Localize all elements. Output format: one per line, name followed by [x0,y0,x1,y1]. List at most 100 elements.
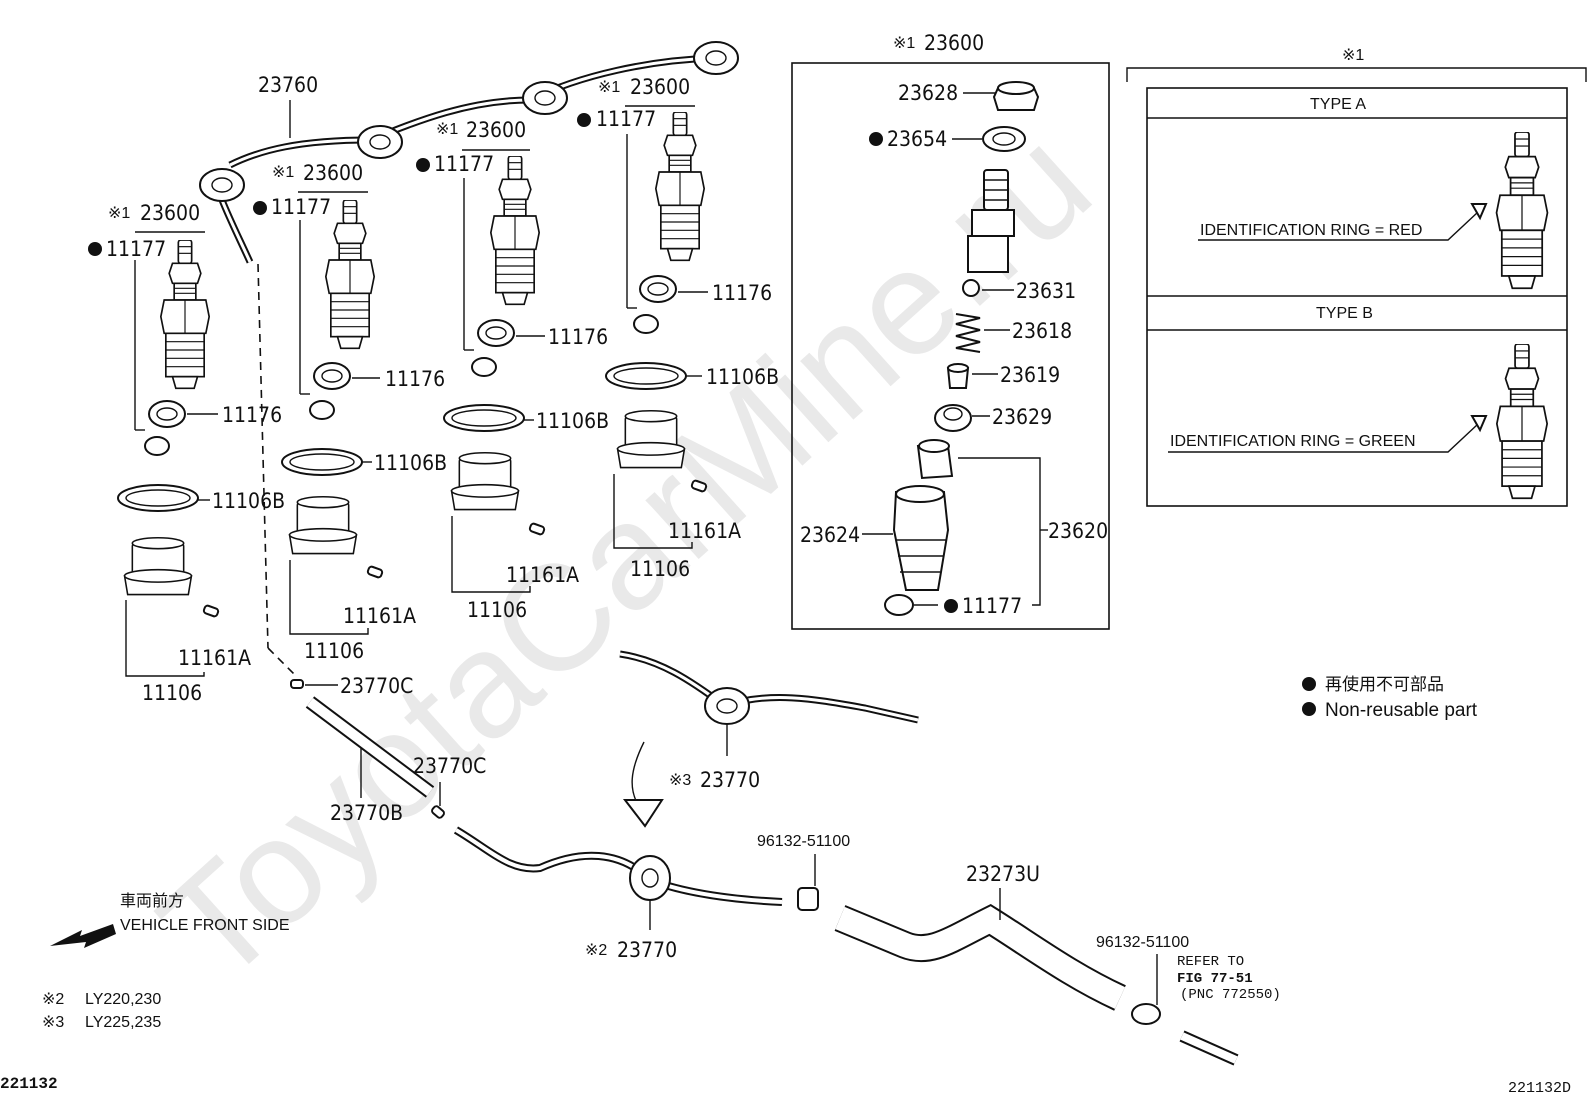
injector-3-washer-label: 11177 [434,152,494,176]
arrow-down-icon [622,799,664,828]
injector-3-holder-icon [450,452,520,511]
injector-4-icon [654,112,706,262]
non-reusable-dot [944,599,958,613]
part-23631-label: 23631 [1016,279,1076,303]
injector-4-washer-label: 11177 [596,107,656,131]
part-23620-label: 23620 [1048,519,1108,543]
injector-4-pin-label: 11161A [668,519,741,543]
injector-group-2: ※1 23600 11177 11176 11106B 11161A 11106 [253,161,447,663]
injector-1-icon [159,240,211,390]
direction-jp: 車両前方 [120,891,184,910]
injector-4-note: ※1 [598,79,620,96]
injector-4-part-label: 23600 [630,75,690,99]
hose-23273u-label: 23273U [966,862,1040,886]
part-23618-label: 23618 [1012,319,1072,343]
type-a-label: TYPE A [1310,96,1366,113]
injector-4-seat-label: 11176 [712,281,772,305]
injector-4-holder-icon [616,410,686,469]
part-23629-label: 23629 [992,405,1052,429]
injector-1-pin-label: 11161A [178,646,251,670]
clip-icon [290,679,304,689]
injector-2-part-label: 23600 [303,161,363,185]
clamp-2-label: 96132-51100 [1096,934,1189,951]
figure-code-left: 221132 [0,1075,58,1093]
exploded-view-box: ※1 23600 23628 23654 23631 23618 23619 [791,31,1110,630]
non-reusable-dot [577,113,591,127]
clip-23770c-label-1: 23770C [340,674,413,698]
non-reusable-dot [88,242,102,256]
ring-b-label: IDENTIFICATION RING = GREEN [1170,433,1416,450]
part-23619-label: 23619 [1000,363,1060,387]
clamp-1-label: 96132-51100 [757,833,850,850]
injector-3-note: ※1 [436,121,458,138]
injector-2-washer-label: 11177 [271,195,331,219]
injector-4-gasket-label: 11106B [706,365,779,389]
ring-a-label: IDENTIFICATION RING = RED [1200,222,1422,239]
part-11177-label: 11177 [962,594,1022,618]
injector-2-seat-label: 11176 [385,367,445,391]
union-2-part-label: 23770 [617,938,677,962]
injector-4-holder-label: 11106 [630,557,690,581]
injector-3-gasket-label: 11106B [536,409,609,433]
type-a-injector-icon [1495,132,1549,290]
footnote-2-text: LY220,230 [85,991,161,1008]
injector-1-part-label: 23600 [140,201,200,225]
injector-2-icon [324,200,376,350]
footnote-2-mark: ※2 [42,991,64,1008]
clamp-icon [1131,1003,1161,1025]
injector-1-seat-label: 11176 [222,403,282,427]
injector-1-washer-label: 11177 [106,237,166,261]
figure-code-right: 221132D [1508,1080,1571,1097]
hose-23770b-label: 23770B [330,801,403,825]
footnote-3-text: LY225,235 [85,1014,161,1031]
injector-3-holder-label: 11106 [467,598,527,622]
legend-en: Non-reusable part [1325,700,1478,721]
legend-jp: 再使用不可部品 [1325,674,1444,695]
leak-off-pipe: 23760 [199,41,739,677]
injector-2-holder-label: 11106 [304,639,364,663]
part-23624-label: 23624 [800,523,860,547]
injector-2-gasket-label: 11106B [374,451,447,475]
exploded-note: ※1 [893,35,915,52]
non-reusable-dot [1302,677,1316,691]
part-23654-label: 23654 [887,127,947,151]
injector-2-pin-label: 11161A [343,604,416,628]
injector-1-gasket-label: 11106B [212,489,285,513]
exploded-title: 23600 [924,31,984,55]
non-reusable-dot [1302,702,1316,716]
arrow-left-icon [50,924,116,948]
clip-23770c-label-2: 23770C [413,754,486,778]
part-23628-label: 23628 [898,81,958,105]
injector-group-3: ※1 23600 11177 11176 11106B 11161A 11106 [416,118,609,622]
legend: 再使用不可部品 Non-reusable part [1302,674,1478,721]
refer-line-2: FIG 77-51 [1177,971,1253,987]
type-b-injector-icon [1495,344,1549,500]
non-reusable-dot [253,201,267,215]
footnote-3-mark: ※3 [42,1014,64,1031]
non-reusable-dot [869,132,883,146]
injector-1-holder-label: 11106 [142,681,202,705]
pipe-23760-label: 23760 [258,73,318,97]
injector-1-holder-icon [123,537,193,596]
refer-line-1: REFER TO [1177,954,1244,970]
non-reusable-dot [416,158,430,172]
injector-2-holder-icon [288,496,358,555]
injector-1-note: ※1 [108,205,130,222]
injector-3-part-label: 23600 [466,118,526,142]
injector-3-pin-label: 11161A [506,563,579,587]
union-pipe-2: ※2 23770 [453,826,783,962]
union-2-note: ※2 [585,942,607,959]
union-3-note: ※3 [669,772,691,789]
type-box-note: ※1 [1342,47,1364,64]
direction-en: VEHICLE FRONT SIDE [120,917,290,934]
injector-3-icon [489,156,541,306]
type-box: ※1 TYPE A TYPE B IDENTIFICATION RING = R… [1126,47,1587,507]
injector-group-1: ※1 23600 11177 11176 11106B 11161A 11106 [88,201,285,705]
union-pipe-3: ※3 23770 [619,650,919,792]
vehicle-direction: 車両前方 VEHICLE FRONT SIDE [50,891,290,948]
injector-group-4: ※1 23600 11177 11176 11106B 11161A 11106 [577,75,779,581]
injector-2-note: ※1 [272,164,294,181]
injector-3-seat-label: 11176 [548,325,608,349]
type-b-label: TYPE B [1316,305,1373,322]
